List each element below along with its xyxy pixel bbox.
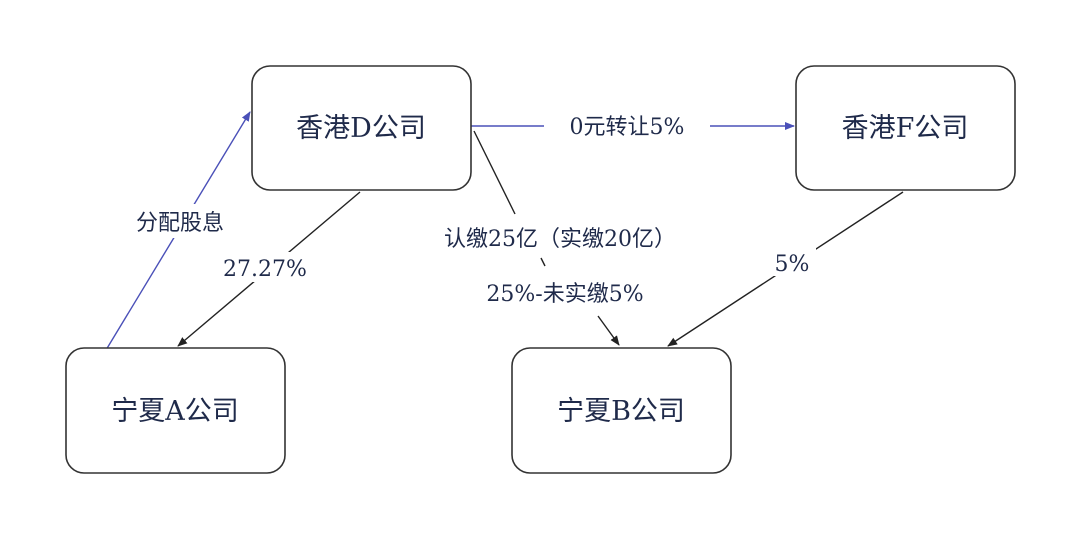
label-d-to-f: 0元转让5% bbox=[570, 115, 685, 140]
node-hk-d-label: 香港D公司 bbox=[296, 113, 426, 144]
label-f-to-b: 5% bbox=[775, 252, 810, 277]
label-d-to-b-line1: 认缴25亿（实缴20亿） bbox=[444, 227, 676, 252]
node-hk-f-label: 香港F公司 bbox=[842, 113, 969, 144]
node-nx-a: 宁夏A公司 bbox=[65, 347, 286, 474]
node-hk-f: 香港F公司 bbox=[795, 65, 1016, 191]
label-d-to-a: 27.27% bbox=[223, 257, 307, 282]
node-nx-b: 宁夏B公司 bbox=[511, 347, 732, 474]
node-hk-d: 香港D公司 bbox=[251, 65, 472, 191]
label-d-to-b-line2: 25%-未实缴5% bbox=[486, 282, 643, 307]
node-nx-a-label: 宁夏A公司 bbox=[111, 396, 239, 427]
arrow-d-to-b-upper bbox=[473, 130, 516, 215]
arrow-d-to-b-mid bbox=[540, 257, 546, 267]
label-a-to-d: 分配股息 bbox=[136, 211, 224, 236]
node-nx-b-label: 宁夏B公司 bbox=[557, 396, 685, 427]
arrow-d-to-b-lower bbox=[597, 315, 620, 346]
